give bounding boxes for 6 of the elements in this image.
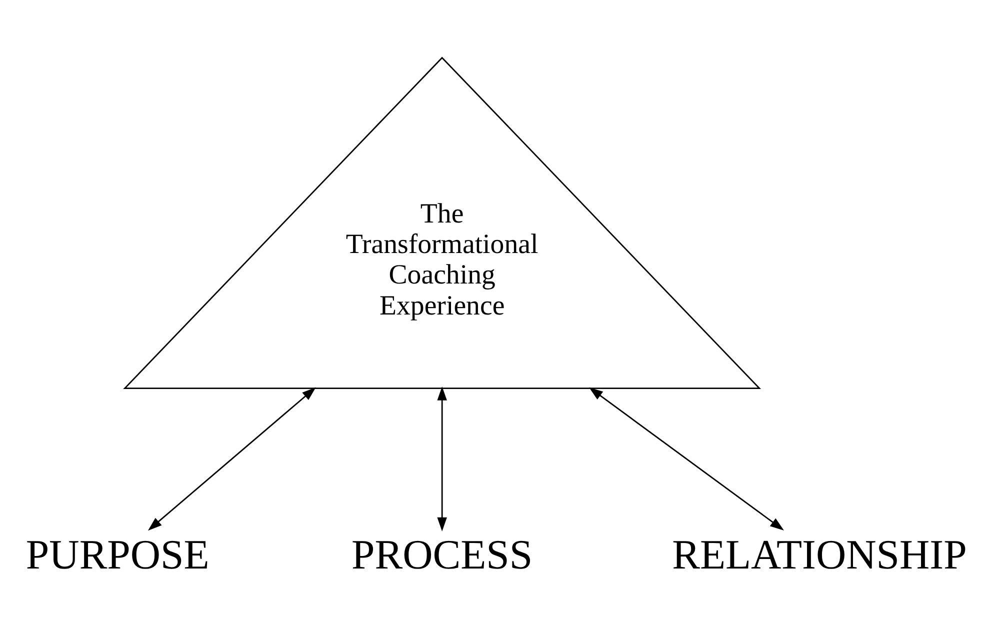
node-text: RELATIONSHIP — [672, 532, 967, 578]
arrow — [589, 387, 784, 530]
arrow — [148, 387, 316, 531]
node-text: PURPOSE — [26, 532, 210, 578]
arrow — [437, 386, 447, 532]
node-text: PROCESS — [352, 532, 533, 578]
